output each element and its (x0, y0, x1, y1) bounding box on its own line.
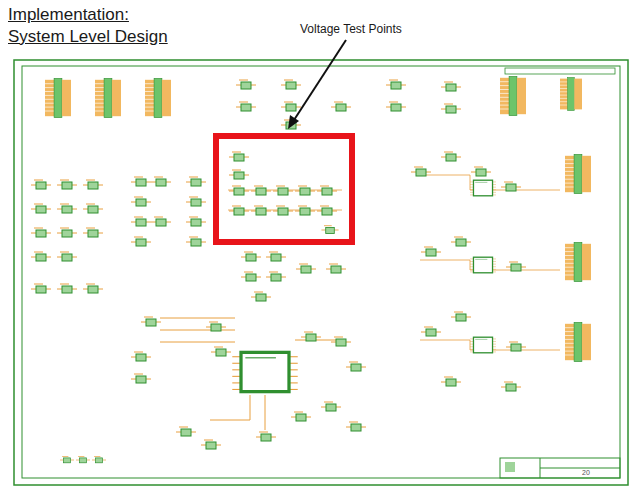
callout-label: Voltage Test Points (300, 22, 402, 36)
sheet-number: 20 (582, 469, 590, 477)
slide-title: Implementation: System Level Design (8, 4, 188, 48)
